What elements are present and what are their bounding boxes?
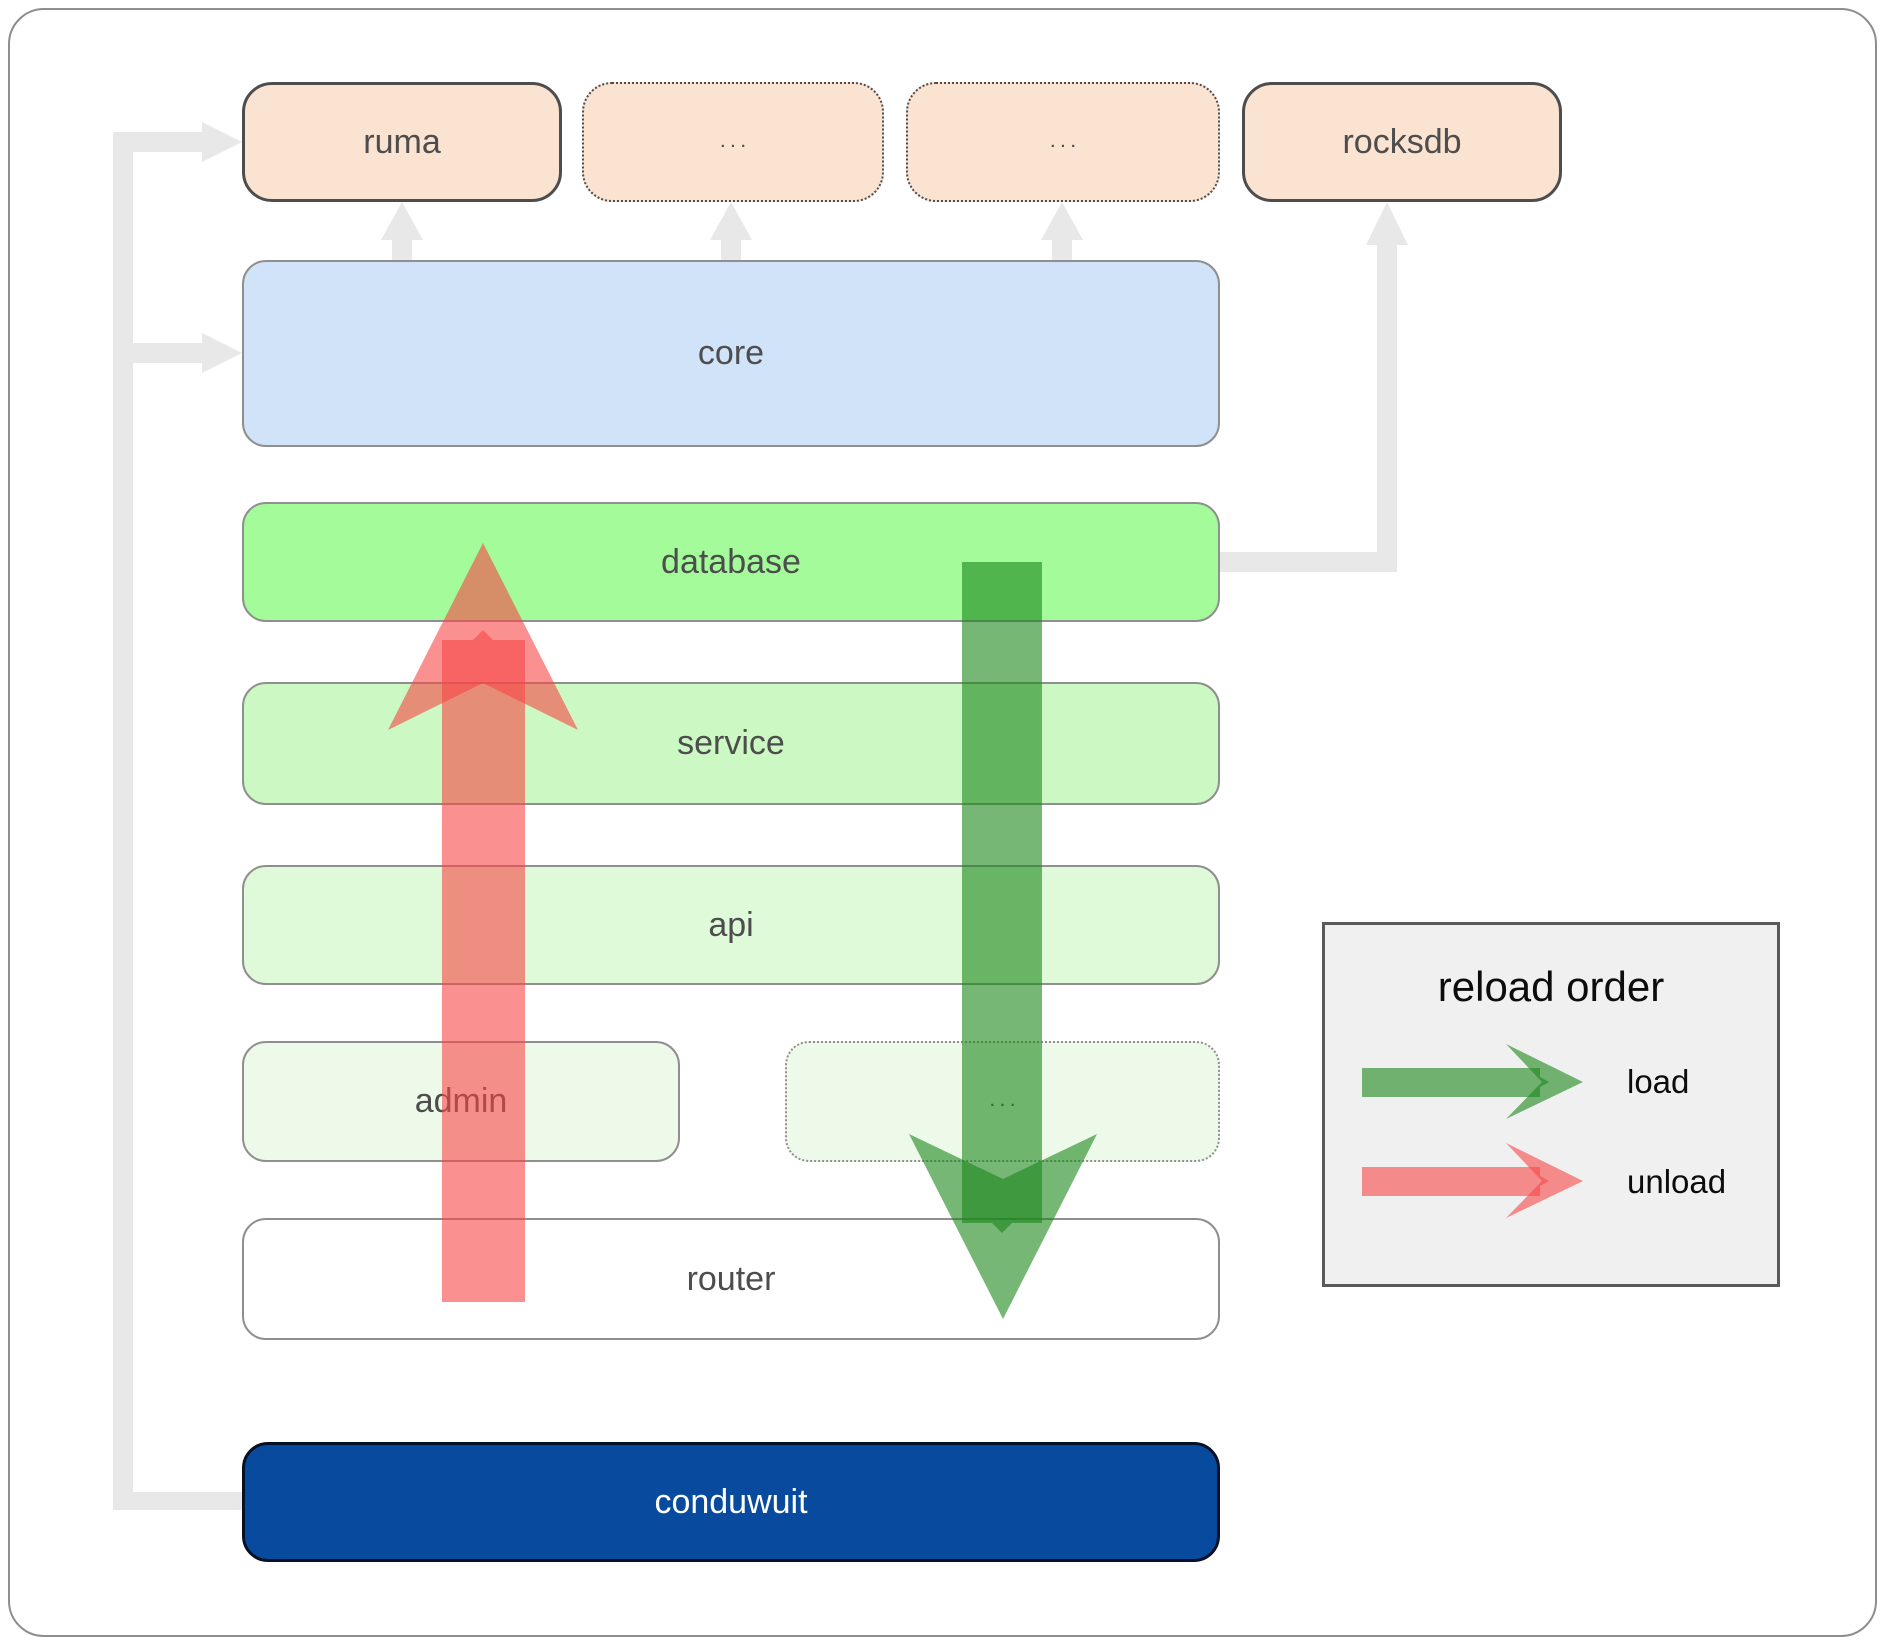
node-ellipsis-top-2: ... — [906, 82, 1220, 202]
load-arrow-shaft — [962, 562, 1042, 1233]
legend-load-label: load — [1627, 1063, 1690, 1100]
arrowhead-into-ruma — [202, 122, 242, 162]
unload-arrow-shaft — [442, 630, 525, 1302]
legend-box: reload order — [1322, 922, 1780, 1287]
unload-arrow — [388, 543, 578, 1302]
arrowhead-into-rocksdb — [1366, 202, 1408, 245]
legend-unload-label: unload — [1627, 1163, 1727, 1200]
unload-arrowhead — [388, 543, 578, 730]
node-ellipsis-top-2-label: ... — [1050, 133, 1082, 151]
node-conduwuit: conduwuit — [242, 1442, 1220, 1562]
node-rocksdb-label: rocksdb — [1342, 122, 1462, 161]
node-database: database — [242, 502, 1220, 622]
conduwuit-to-ruma-core-connector — [113, 122, 242, 1510]
node-rocksdb: rocksdb — [1242, 82, 1562, 202]
node-api-label: api — [708, 905, 754, 944]
node-router-label: router — [686, 1259, 776, 1298]
arrowhead-into-core — [202, 333, 242, 373]
load-arrowhead — [909, 1134, 1097, 1319]
node-router: router — [242, 1218, 1220, 1340]
node-ruma-label: ruma — [363, 122, 441, 161]
node-database-label: database — [661, 542, 801, 581]
legend-unload-arrow — [1362, 1143, 1583, 1218]
load-arrow — [909, 562, 1097, 1319]
node-ellipsis-top-1: ... — [582, 82, 884, 202]
node-core-label: core — [697, 334, 765, 372]
node-core: core — [242, 260, 1220, 447]
legend-load-arrow — [1362, 1044, 1583, 1119]
core-to-top-row-arrows — [381, 202, 1083, 260]
node-ruma: ruma — [242, 82, 562, 202]
database-to-rocksdb-connector — [1220, 202, 1408, 572]
node-api: api — [242, 865, 1220, 985]
node-service-label: service — [677, 724, 785, 762]
legend-title: reload order — [1437, 963, 1665, 1010]
node-ellipsis-top-1-label: ... — [720, 133, 752, 151]
node-conduwuit-label: conduwuit — [654, 1482, 808, 1521]
